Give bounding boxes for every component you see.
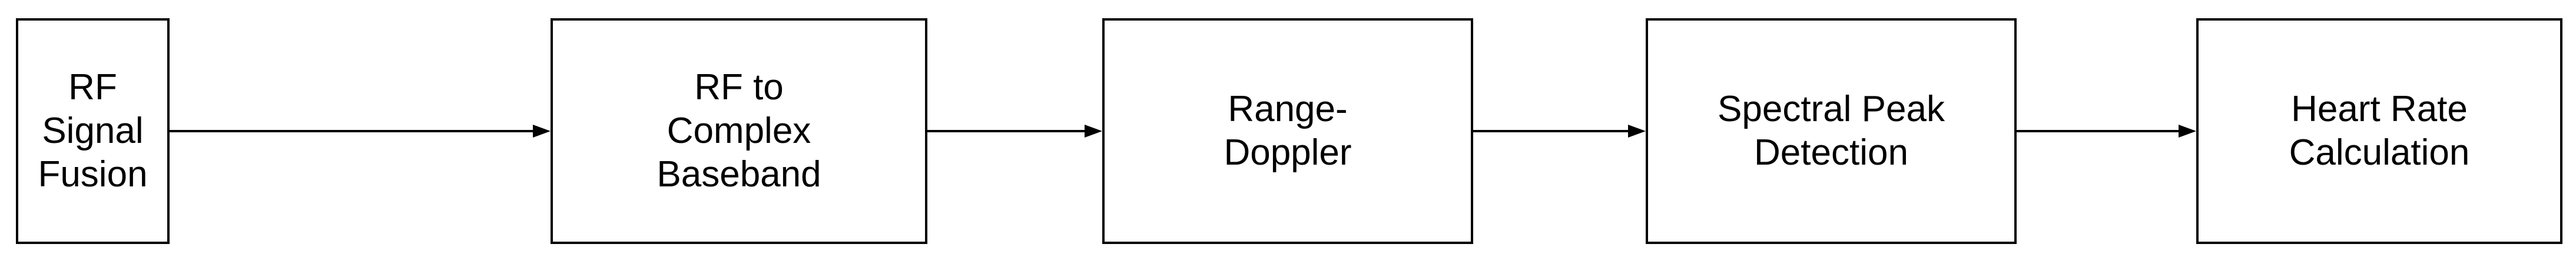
process-node-range-doppler[interactable]: Range- Doppler xyxy=(1102,18,1473,244)
arrow-icon xyxy=(927,125,1102,138)
node-label: RF to Complex Baseband xyxy=(657,67,821,195)
arrow-connector-1 xyxy=(170,124,551,138)
process-node-spectral-peak-detection[interactable]: Spectral Peak Detection xyxy=(1646,18,2017,244)
arrow-connector-4 xyxy=(2017,124,2196,138)
process-node-rf-to-complex-baseband[interactable]: RF to Complex Baseband xyxy=(551,18,927,244)
node-label: Heart Rate Calculation xyxy=(2289,89,2470,173)
arrow-icon xyxy=(1473,125,1646,138)
node-label: Spectral Peak Detection xyxy=(1718,89,1945,173)
process-node-heart-rate-calculation[interactable]: Heart Rate Calculation xyxy=(2196,18,2562,244)
arrow-icon xyxy=(2017,125,2196,138)
arrow-connector-3 xyxy=(1473,124,1646,138)
node-label: RF Signal Fusion xyxy=(38,67,148,195)
arrow-icon xyxy=(170,125,551,138)
node-label: Range- Doppler xyxy=(1224,89,1352,173)
arrow-connector-2 xyxy=(927,124,1102,138)
process-node-rf-signal-fusion[interactable]: RF Signal Fusion xyxy=(16,18,170,244)
